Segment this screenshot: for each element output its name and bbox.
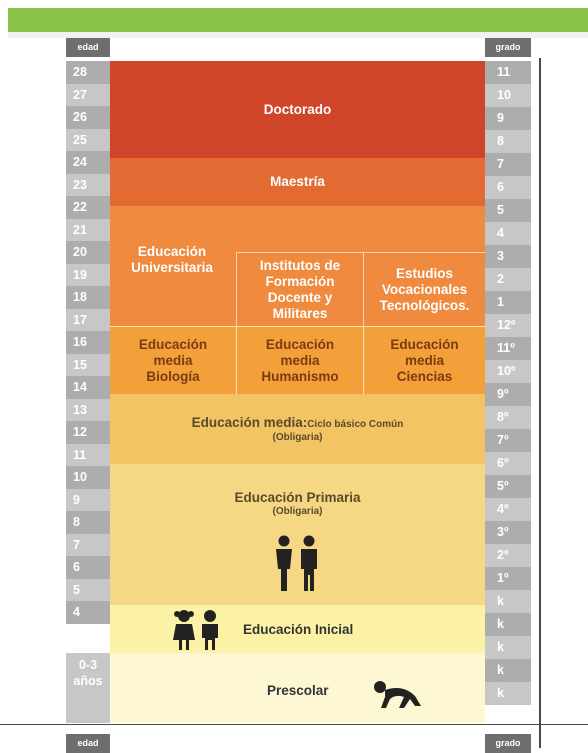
grade-cell: k [485, 682, 531, 705]
baby-crawling-icon [374, 681, 421, 708]
level-label: Educación Universitaria [131, 244, 213, 275]
age-cell: 4 [66, 601, 110, 624]
level-superior [110, 206, 485, 326]
age-cell: 5 [66, 578, 110, 601]
age-label: años [73, 674, 103, 688]
age-cell: 21 [66, 218, 110, 241]
level-heading: Educación media:Ciclo básico Común [192, 414, 404, 432]
level-label: Prescolar [267, 683, 329, 698]
age-cell: 15 [66, 353, 110, 376]
grade-cell: 7º [485, 429, 531, 452]
level-label: Educación Primaria [234, 490, 361, 505]
grade-cell: 3 [485, 245, 531, 268]
grade-cell: 10 [485, 84, 531, 107]
level-media-biologia: Educación media Biología [110, 326, 236, 394]
age-cell: 19 [66, 263, 110, 286]
level-label: Institutos de Formación Docente y Milita… [259, 257, 341, 321]
age-cell: 7 [66, 533, 110, 556]
grade-cell: 11 [485, 61, 531, 84]
age-cell: 20 [66, 241, 110, 264]
age-cell: 22 [66, 196, 110, 219]
grade-cell: 5º [485, 475, 531, 498]
age-cell: 24 [66, 151, 110, 174]
grade-cell: 1 [485, 291, 531, 314]
grade-cell: 10º [485, 360, 531, 383]
grade-cell: 11º [485, 337, 531, 360]
age-cell-0-3: 0-3 años [66, 653, 110, 723]
level-prescolar [110, 653, 485, 723]
grado-header-bottom: grado [485, 734, 531, 753]
grade-cell: k [485, 613, 531, 636]
grade-cell: 8º [485, 406, 531, 429]
level-label: Educación media: [191, 415, 308, 430]
grade-cell: 8 [485, 130, 531, 153]
age-label: 0-3 [78, 658, 98, 672]
age-cell: 13 [66, 398, 110, 421]
level-label: Estudios Vocacionales Tecnológicos. [379, 265, 470, 313]
grade-cell: k [485, 590, 531, 613]
level-primaria: Educación Primaria (Obligaria) [110, 464, 485, 605]
grade-cell: 6º [485, 452, 531, 475]
age-cell: 18 [66, 286, 110, 309]
age-cell: 9 [66, 488, 110, 511]
grade-cell: 7 [485, 153, 531, 176]
grade-cell: 3º [485, 521, 531, 544]
grade-cell: 12º [485, 314, 531, 337]
grade-cell: 2º [485, 544, 531, 567]
grade-cell: 4º [485, 498, 531, 521]
grade-cell: 9 [485, 107, 531, 130]
age-cell: 10 [66, 466, 110, 489]
level-sublabel: Ciclo básico Común [307, 419, 404, 430]
edad-header-top: edad [66, 38, 110, 57]
age-cell: 25 [66, 128, 110, 151]
age-cell: 16 [66, 331, 110, 354]
level-label: Educación Inicial [243, 622, 354, 637]
edad-header-bottom: edad [66, 734, 110, 753]
age-cell: 27 [66, 83, 110, 106]
level-inicial [110, 605, 485, 653]
age-cell: 23 [66, 173, 110, 196]
level-universitaria: Educación Universitaria [112, 230, 232, 290]
grade-cell: 2 [485, 268, 531, 291]
level-note: (Obligaria) [272, 506, 323, 517]
adults-icon [276, 535, 317, 591]
level-label: Maestría [270, 174, 325, 189]
level-label: Educación media Biología [138, 336, 208, 384]
banner-shadow [8, 32, 588, 38]
age-cell: 11 [66, 443, 110, 466]
grade-cell: 5 [485, 199, 531, 222]
baseline [0, 724, 588, 725]
grade-cell: 9º [485, 383, 531, 406]
age-cell: 17 [66, 308, 110, 331]
level-estudios: Estudios Vocacionales Tecnológicos. [363, 252, 485, 326]
grade-cell: 6 [485, 176, 531, 199]
top-banner [8, 8, 588, 32]
level-label: Educación media Ciencias [390, 336, 459, 384]
level-institutos: Institutos de Formación Docente y Milita… [236, 252, 363, 326]
grade-cell: k [485, 659, 531, 682]
age-cell: 28 [66, 61, 110, 84]
age-cell: 6 [66, 556, 110, 579]
age-cell: 12 [66, 421, 110, 444]
children-icon [173, 610, 218, 650]
level-media-comun: Educación media:Ciclo básico Común (Obli… [110, 394, 485, 464]
level-note: (Obligaria) [272, 432, 323, 443]
age-cell: 14 [66, 376, 110, 399]
age-cell: 26 [66, 106, 110, 129]
grade-cell: 1º [485, 567, 531, 590]
age-cell: 8 [66, 511, 110, 534]
grade-axis-line [539, 58, 541, 748]
level-media-ciencias: Educación media Ciencias [363, 326, 485, 394]
level-label: Educación media Humanismo [261, 336, 339, 384]
grade-cell: 4 [485, 222, 531, 245]
level-media-humanismo: Educación media Humanismo [236, 326, 363, 394]
level-maestria: Maestría [110, 158, 485, 206]
grado-header-top: grado [485, 38, 531, 57]
level-label: Doctorado [263, 101, 332, 117]
level-doctorado: Doctorado [110, 61, 485, 158]
grade-cell: k [485, 636, 531, 659]
